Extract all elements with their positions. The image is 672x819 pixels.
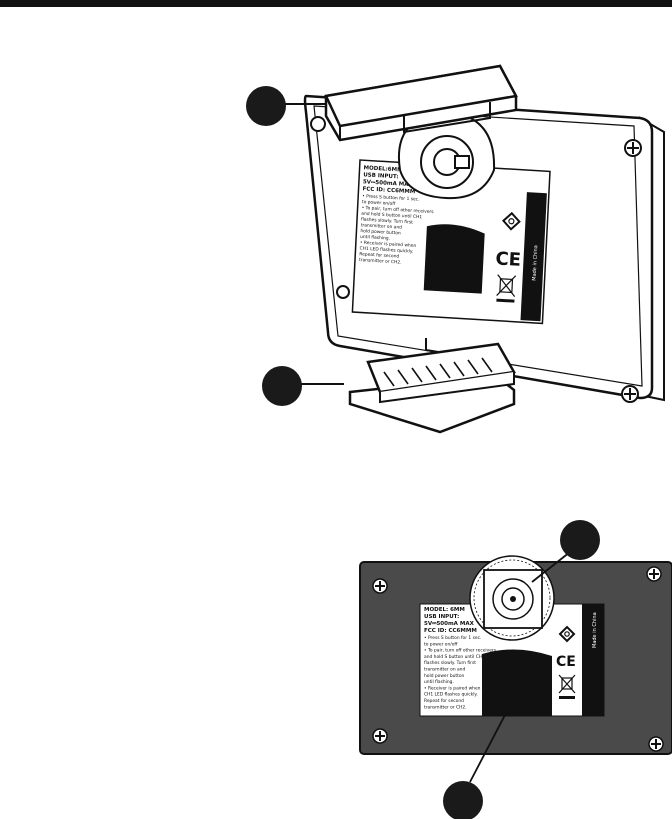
rear-label-instruction-line: • To pair, turn off other receivers (424, 648, 497, 654)
label-instruction-line: to power on/off (362, 199, 397, 207)
label-side-text: Made in China (532, 245, 540, 281)
rear-label-instruction-line: CH1 LED flashes quickly. (424, 692, 478, 698)
weee-bin-icon (496, 274, 517, 303)
callout-line-chip (469, 689, 519, 783)
label-usb: USB INPUT: (363, 172, 399, 180)
callout-marker-base (262, 366, 302, 406)
rear-label-side-text: Made in China (592, 612, 598, 648)
rear-label-instruction-line: transmitter on and (424, 667, 465, 673)
logo-icon (558, 625, 576, 643)
header-rule (0, 0, 672, 7)
rear-label-instruction-line: and hold S button until CH1 (424, 654, 485, 660)
rear-label-instruction-line: • Receiver is paired when (424, 685, 481, 691)
screw-icon (310, 116, 642, 403)
rear-label-instruction-line: Repeat for second (424, 698, 464, 704)
rear-label-instruction-line: until flashing. (424, 679, 454, 685)
callout-marker-mount (560, 520, 600, 560)
ce-mark: CE (495, 248, 522, 270)
rear-label-instruction-line: flashes slowly. Turn first (424, 660, 476, 666)
bottom-base (348, 338, 516, 434)
callout-marker-chip (443, 781, 483, 819)
label-instruction-line: flashes slowly. Turn first (361, 216, 413, 225)
rear-label-instruction-line: • Press S button for 1 sec. (424, 635, 481, 641)
rear-label-instruction-line: to power on/off (424, 641, 458, 647)
label-fcc: FCC ID: CC6MMM (362, 186, 415, 195)
weee-bin-icon (558, 674, 576, 699)
screw-icon (372, 566, 664, 752)
rear-label-fcc: FCC ID: CC6MMM (424, 628, 477, 634)
label-instruction-line: • Receiver is paired when (360, 240, 417, 249)
top-cap (324, 64, 518, 142)
device-rear-view: Made in China MODEL: 6MM USB INPUT: 5V⎓5… (359, 520, 672, 819)
rear-label-instructions: • Press S button for 1 sec. to power on/… (424, 635, 497, 710)
label-instruction-line: • Press S button for 1 sec. (362, 193, 420, 202)
mount-dial (398, 110, 496, 200)
label-instruction-line: • To pair, turn off other receivers (361, 205, 434, 215)
rear-label-chip-block (482, 649, 552, 716)
rear-label-instruction-line: hold power button (424, 673, 465, 679)
callout-marker-cap (246, 86, 286, 126)
label-instruction-line: transmitter on and (361, 222, 403, 230)
device-label-sticker: Made in China MODEL:6MM USB INPUT: 5V⎓50… (351, 159, 551, 325)
label-model: MODEL:6MM (363, 165, 402, 173)
label-instruction-line: Repeat for second (359, 251, 399, 259)
label-instructions: • Press S button for 1 sec. to power on/… (359, 193, 435, 266)
rear-label-power: 5V⎓500mA MAX (424, 621, 475, 627)
rear-label-instruction-line: transmitter or CH2. (424, 704, 467, 710)
logo-icon (501, 211, 521, 231)
label-instruction-line: hold power button (360, 228, 401, 236)
label-instruction-line: until flashing. (360, 234, 390, 242)
rear-label-usb: USB INPUT: (424, 614, 459, 620)
callout-line-mount (531, 551, 571, 583)
label-instruction-line: CH1 LED flashes quickly. (359, 245, 413, 254)
label-chip-block (423, 224, 485, 294)
device-angled-view: Made in China MODEL:6MM USB INPUT: 5V⎓50… (246, 64, 665, 434)
rear-ce-mark: CE (556, 654, 576, 670)
label-power: 5V⎓500mA MAX (363, 179, 414, 188)
label-instruction-line: and hold S button until CH1 (361, 211, 422, 221)
label-instruction-line: transmitter or CH2. (359, 257, 402, 266)
rear-label-model: MODEL: 6MM (424, 607, 465, 613)
